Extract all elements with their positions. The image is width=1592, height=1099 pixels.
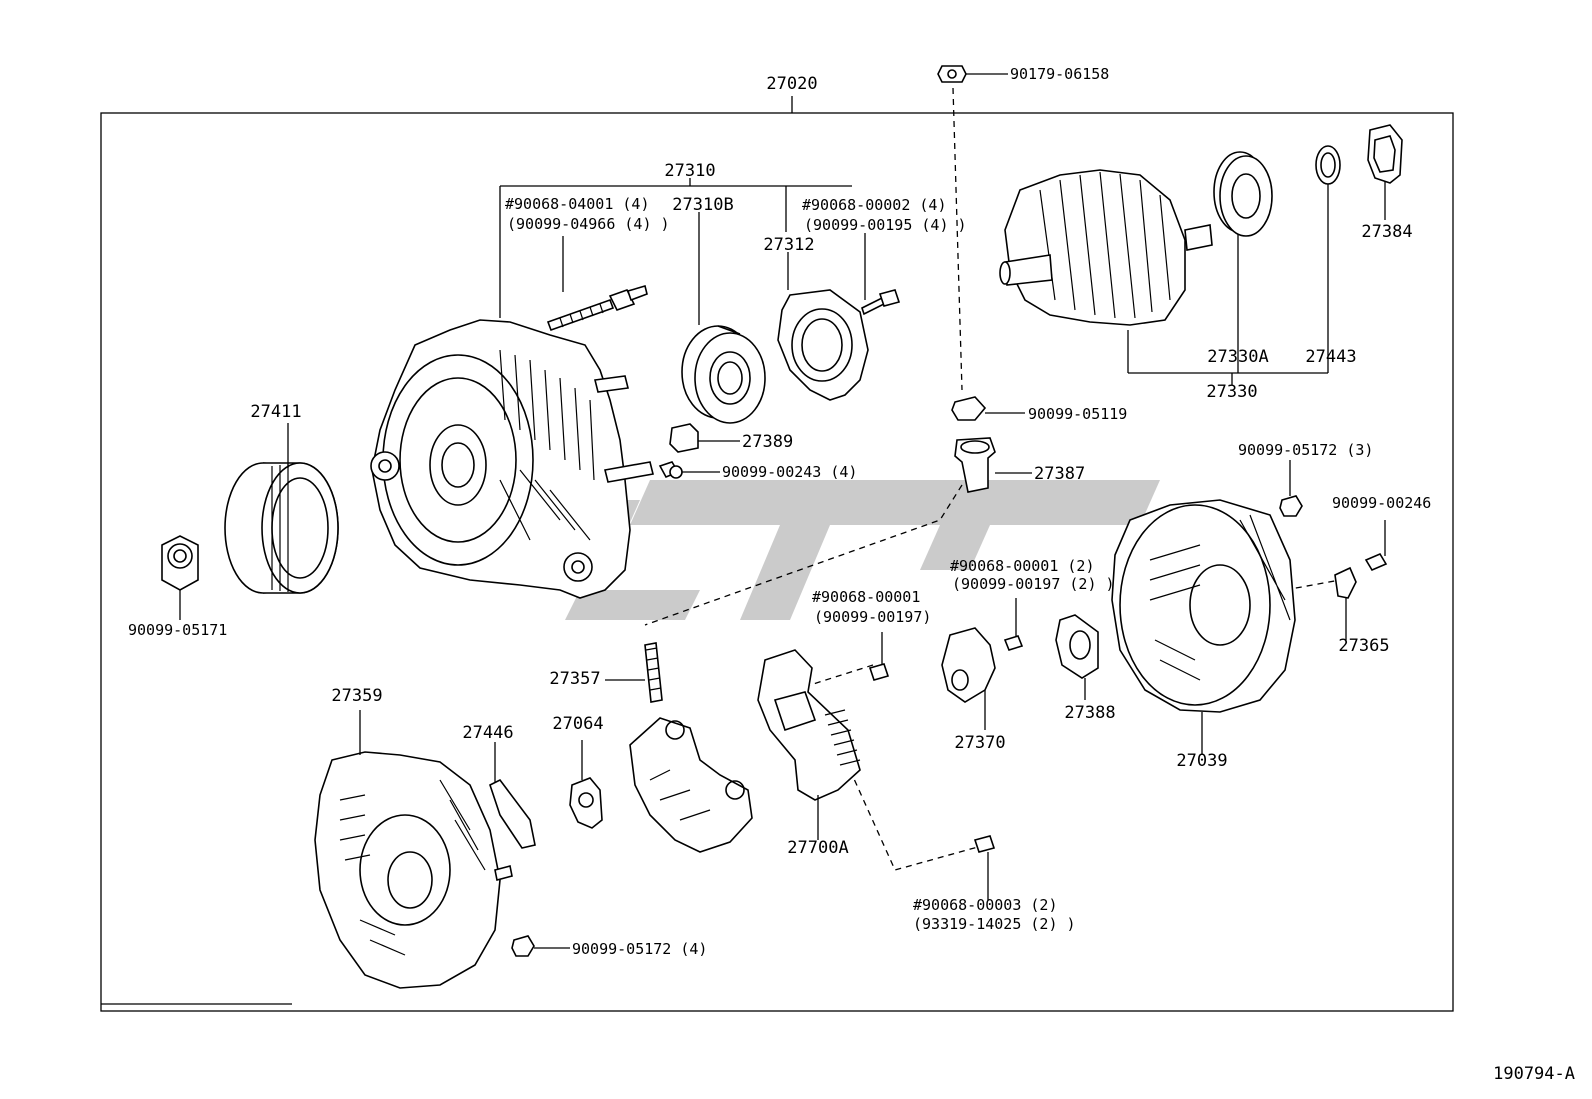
part-label-27330A: 27330A (1207, 347, 1268, 367)
part-label-27384: 27384 (1361, 222, 1412, 242)
fastener-label-90099-05172-4: 90099-05172 (4) (572, 940, 707, 958)
rotor-drawing (999, 169, 1213, 326)
fastener-label-screw2-line1: #90068-00001 (2) (950, 557, 1095, 575)
fastener-label-90099-05119: 90099-05119 (1028, 405, 1127, 423)
fastener-label-bolt-line1: #90068-00002 (4) (802, 196, 947, 214)
part-label-27389: 27389 (742, 432, 793, 452)
part-label-27443: 27443 (1305, 347, 1356, 367)
bolt-90068-00003-drawing (973, 835, 996, 900)
fastener-label-90179-06158: 90179-06158 (1010, 65, 1109, 83)
bolt-90099-00243-drawing (658, 461, 720, 479)
rear-frame-27359-drawing (314, 710, 513, 989)
rear-cover-27039-drawing (1111, 499, 1296, 755)
fastener-label-bolt-line2: (90099-00195 (4) ) (804, 216, 967, 234)
cover-27388-drawing (1055, 614, 1099, 700)
fastener-label-bolt3-line2: (93319-14025 (2) ) (913, 915, 1076, 933)
stud-bolt-drawing (546, 284, 648, 332)
fastener-label-screw-line2: (90099-00197) (814, 608, 931, 626)
nut-90099-05172-4-drawing (511, 935, 570, 957)
fastener-label-stud-line1: #90068-04001 (4) (505, 195, 650, 213)
fastener-label-bolt3-line1: #90068-00003 (2) (913, 896, 1058, 914)
part-label-27387: 27387 (1034, 464, 1085, 484)
part-label-27370: 27370 (954, 733, 1005, 753)
nut-90099-05171-drawing (161, 535, 199, 620)
part-label-27310B: 27310B (672, 195, 733, 215)
nut-90099-05172-3-drawing (1279, 460, 1303, 517)
fastener-label-90099-05172-3: 90099-05172 (3) (1238, 441, 1373, 459)
insulator-27446-drawing (489, 742, 536, 849)
bolt-90068-00002-drawing (861, 289, 901, 316)
fastener-label-90099-00246: 90099-00246 (1332, 494, 1431, 512)
part-label-27388: 27388 (1064, 703, 1115, 723)
part-label-27357: 27357 (549, 669, 600, 689)
assembly-label: 27020 (766, 74, 817, 94)
rectifier-27357-drawing (605, 642, 753, 853)
part-label-27039: 27039 (1176, 751, 1227, 771)
screw-90068-00001-drawing (868, 632, 890, 681)
bolt-90099-00246-drawing (1364, 520, 1388, 572)
insulator-27387-drawing (954, 437, 1032, 493)
assembly-frame (100, 112, 1454, 1012)
drive-end-frame-drawing (370, 319, 654, 599)
regulator-27700A-drawing (757, 649, 861, 840)
washer-27443-drawing (1315, 145, 1341, 185)
fastener-label-stud-line2: (90099-04966 (4) ) (507, 215, 670, 233)
gasket-27064-drawing (569, 740, 603, 829)
bearing-27310B-drawing (681, 325, 766, 424)
dashed-assembly-lines (644, 87, 1341, 871)
part-label-27312: 27312 (763, 235, 814, 255)
part-label-27064: 27064 (552, 714, 603, 734)
part-label-27359: 27359 (331, 686, 382, 706)
cover-27384-drawing (1367, 124, 1403, 184)
diagram-code: 190794-A (1493, 1064, 1575, 1084)
pulley-27411-drawing (224, 423, 339, 594)
insulator-27370-drawing (941, 627, 996, 730)
fastener-label-screw2-line2: (90099-00197 (2) ) (952, 575, 1115, 593)
part-label-27365: 27365 (1338, 636, 1389, 656)
bolt-90179-06158-drawing (937, 65, 1008, 83)
bearing-27330A-drawing (1213, 151, 1273, 237)
fastener-label-screw-line1: #90068-00001 (812, 588, 920, 606)
nut-90099-05119-drawing (951, 396, 1025, 421)
group-label-27330: 27330 (1206, 382, 1257, 402)
fastener-label-90099-00243: 90099-00243 (4) (722, 463, 857, 481)
part-label-27446: 27446 (462, 723, 513, 743)
group-27310-leaders (499, 178, 866, 325)
screw-90068-00001-2-drawing (1003, 598, 1024, 651)
group-27330-leaders (1127, 180, 1386, 385)
group-label-27310: 27310 (664, 161, 715, 181)
fastener-label-90099-05171: 90099-05171 (128, 621, 227, 639)
part-label-27411: 27411 (250, 402, 301, 422)
clip-27365-drawing (1334, 566, 1357, 640)
retainer-plate-27312-drawing (777, 289, 869, 401)
part-label-27700A: 27700A (787, 838, 848, 858)
cap-27389-drawing (669, 423, 740, 453)
